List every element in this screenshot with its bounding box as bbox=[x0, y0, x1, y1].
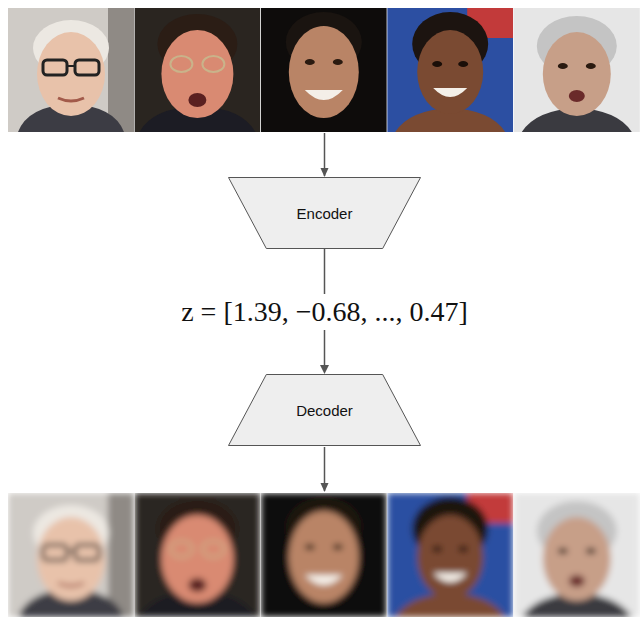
encoder-trapezoid: Encoder bbox=[228, 177, 421, 249]
face-photo bbox=[387, 8, 513, 132]
face-photo bbox=[261, 8, 387, 132]
arrowhead bbox=[320, 365, 329, 374]
face-photo bbox=[514, 8, 640, 132]
input-arrow bbox=[324, 133, 326, 176]
reconstructed-face bbox=[261, 493, 387, 617]
node-label: Encoder bbox=[297, 205, 353, 222]
reconstructed-face bbox=[8, 493, 134, 617]
output-faces bbox=[8, 493, 640, 617]
output-arrow bbox=[324, 447, 326, 491]
decoder-trapezoid: Decoder bbox=[228, 374, 421, 446]
face-photo bbox=[8, 8, 134, 132]
reconstructed-face bbox=[134, 493, 260, 617]
reconstructed-face bbox=[514, 493, 640, 617]
input-faces bbox=[8, 8, 640, 132]
face-photo bbox=[134, 8, 260, 132]
node-label: Decoder bbox=[296, 402, 353, 419]
latent-vector: z = [1.39, −0.68, ..., 0.47] bbox=[175, 294, 474, 330]
reconstructed-face bbox=[387, 493, 513, 617]
